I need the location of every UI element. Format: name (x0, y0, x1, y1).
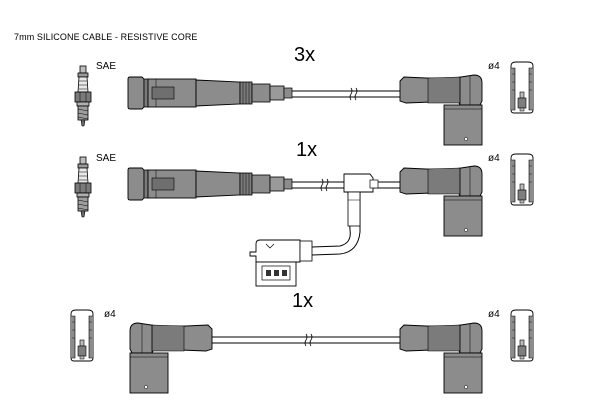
row-3-lead (70, 309, 534, 394)
cable-spec-caption: 7mm SILICONE CABLE - RESISTIVE CORE (14, 32, 198, 42)
row-2-end-label: ø4 (488, 153, 500, 164)
row-2-plug-label: SAE (96, 153, 117, 164)
row-3-quantity: 1x (292, 290, 314, 312)
row-1-quantity: 3x (294, 44, 316, 66)
row-1-lead (74, 61, 534, 146)
row-3-start-label: ø4 (104, 309, 116, 320)
row-3-end-label: ø4 (488, 309, 500, 320)
row-1-end-label: ø4 (488, 61, 500, 72)
row-1-plug-label: SAE (96, 61, 117, 72)
row-2-lead (74, 153, 534, 287)
row-2-quantity: 1x (296, 139, 318, 161)
